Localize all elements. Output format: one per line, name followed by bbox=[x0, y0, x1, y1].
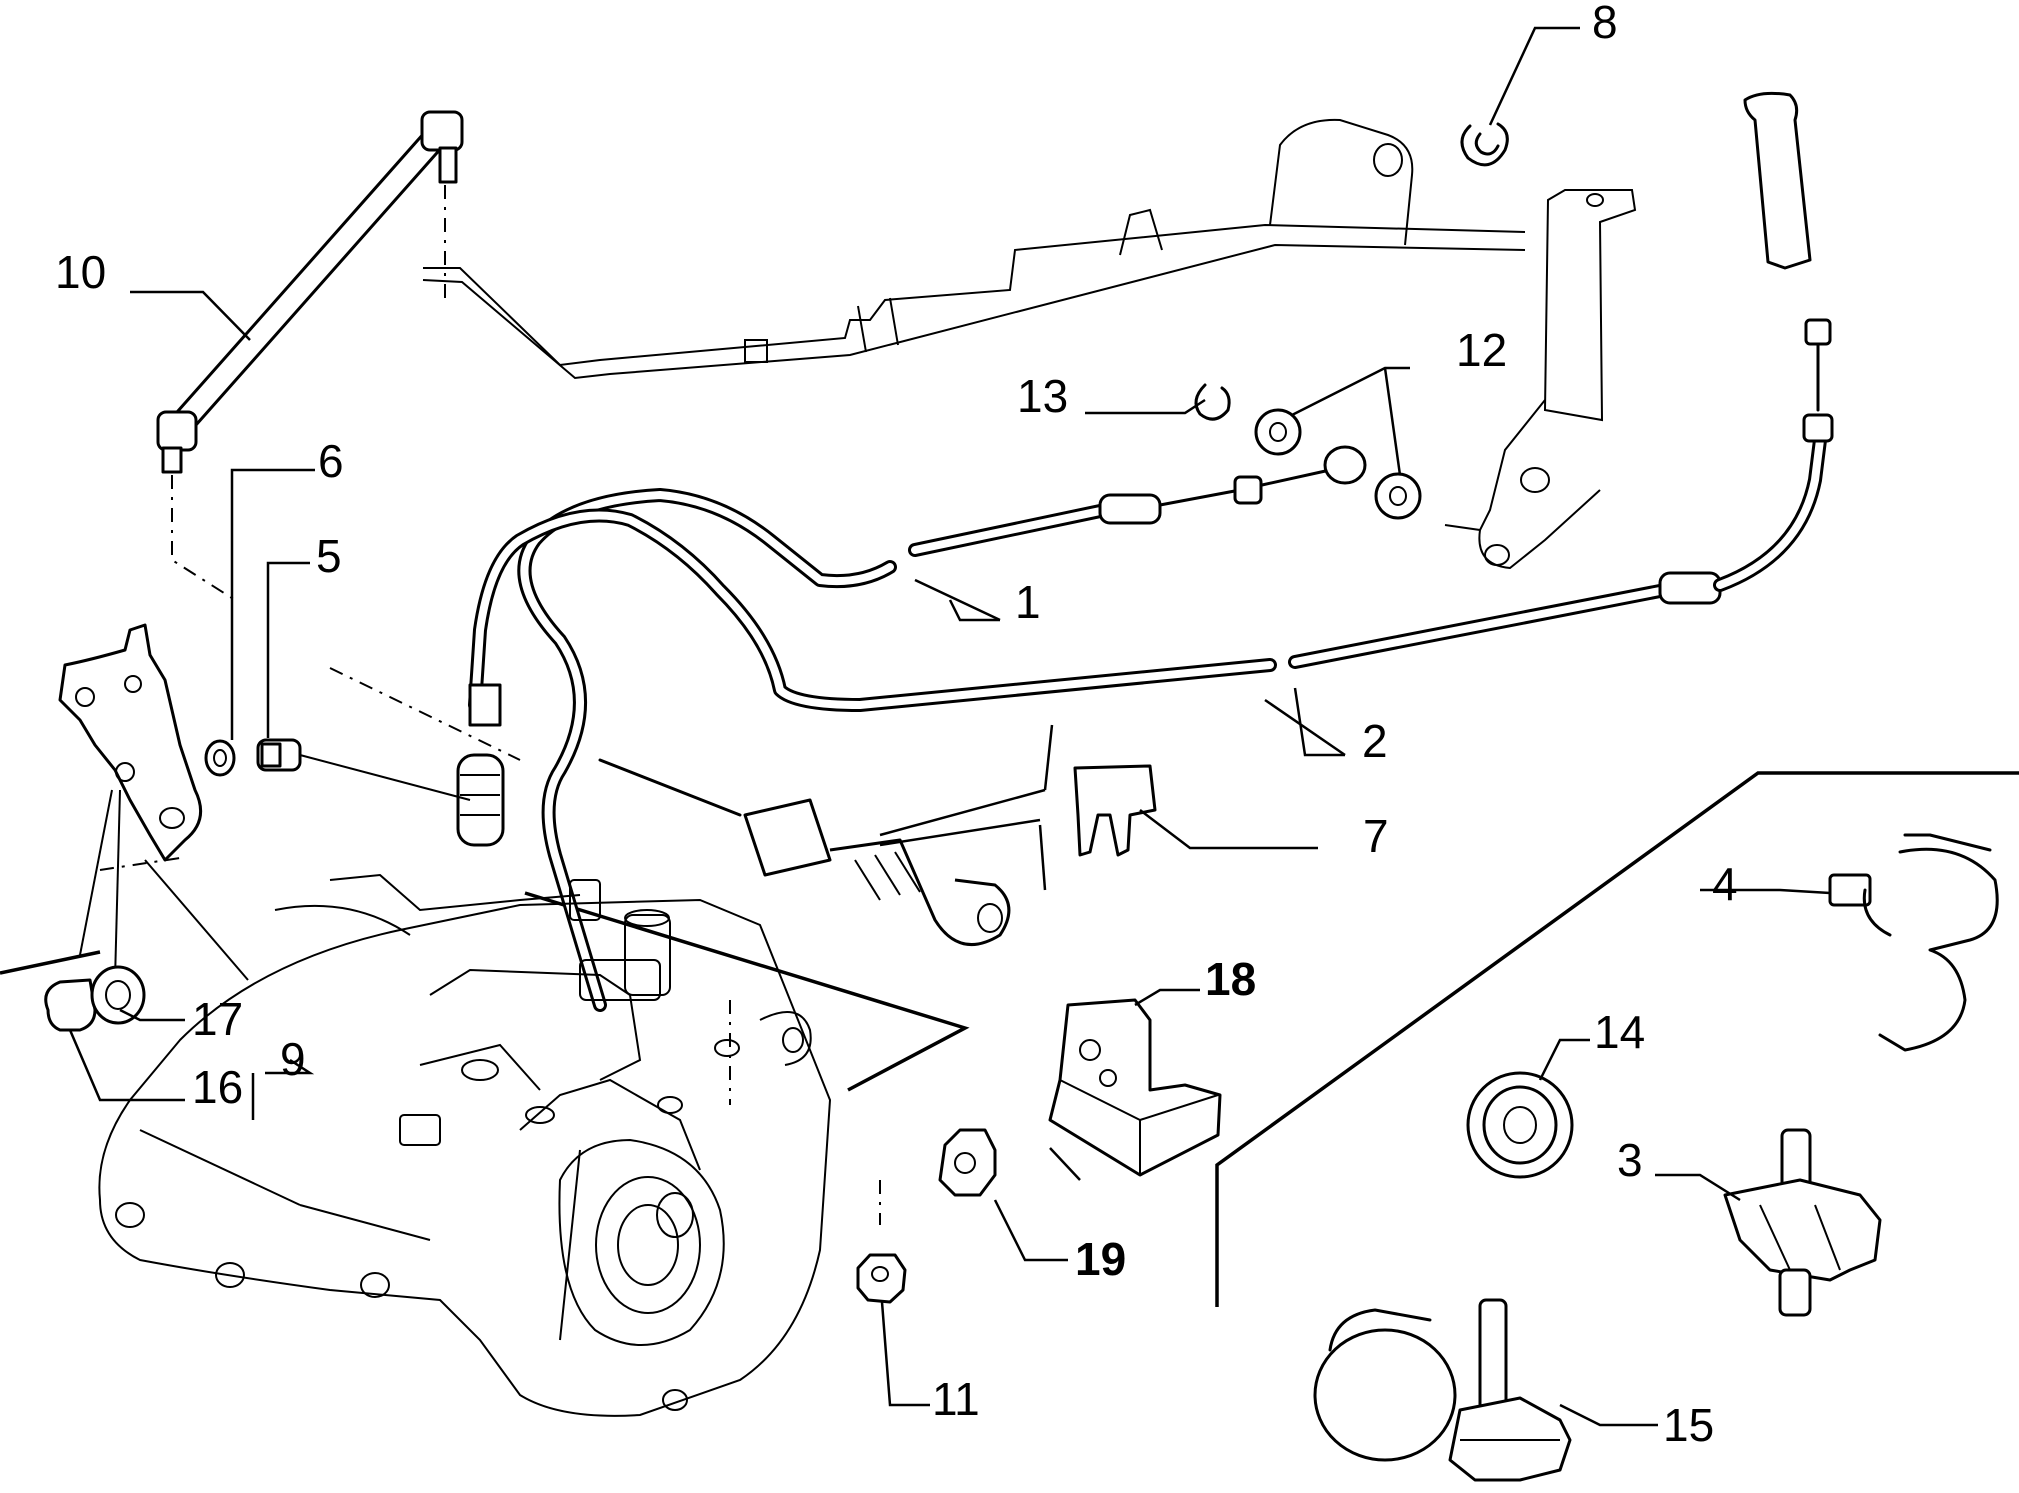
clip-13 bbox=[1194, 383, 1231, 421]
hose-clamp-15 bbox=[1313, 1298, 1572, 1482]
callout-numbers: 1 2 3 4 5 6 7 8 9 10 11 12 13 14 15 16 1… bbox=[55, 0, 1738, 1451]
retaining-clip-7 bbox=[879, 724, 1157, 891]
cable-holder-3 bbox=[1723, 1128, 1882, 1317]
clamp-4 bbox=[1828, 833, 1999, 1052]
callout-2: 2 bbox=[1362, 715, 1388, 767]
callout-9: 9 bbox=[280, 1033, 306, 1085]
nut-19 bbox=[938, 1128, 997, 1197]
grommet-14 bbox=[1466, 1071, 1574, 1179]
callout-3: 3 bbox=[1617, 1134, 1643, 1186]
cable-1 bbox=[517, 445, 1367, 1012]
callout-18: 18 bbox=[1205, 953, 1256, 1005]
support-bracket bbox=[58, 623, 249, 981]
callout-12: 12 bbox=[1456, 324, 1507, 376]
nut-11 bbox=[856, 1253, 907, 1304]
callout-1: 1 bbox=[1015, 576, 1041, 628]
leader-lines bbox=[68, 26, 1831, 1427]
callout-10: 10 bbox=[55, 246, 106, 298]
callout-17: 17 bbox=[192, 993, 243, 1045]
callout-13: 13 bbox=[1017, 370, 1068, 422]
bushing-12-lower bbox=[1374, 472, 1422, 520]
seal-17 bbox=[90, 965, 146, 1025]
callout-8: 8 bbox=[1592, 0, 1618, 48]
plug-16 bbox=[44, 978, 97, 1032]
inset-frame-left bbox=[0, 891, 970, 1092]
callout-15: 15 bbox=[1663, 1399, 1714, 1451]
selector-lever bbox=[1444, 189, 1637, 570]
washer-6 bbox=[204, 739, 236, 777]
callout-4: 4 bbox=[1712, 858, 1738, 910]
gear-lever-top bbox=[1743, 91, 1812, 270]
callout-14: 14 bbox=[1594, 1006, 1645, 1058]
shift-shaft-assembly bbox=[422, 118, 1526, 380]
bolt-5 bbox=[256, 667, 521, 801]
inset-frame-lower-right bbox=[1215, 771, 2019, 1307]
clip-8 bbox=[1460, 122, 1509, 167]
callout-6: 6 bbox=[318, 435, 344, 487]
callout-19: 19 bbox=[1075, 1233, 1126, 1285]
gearbox-housing bbox=[98, 873, 881, 1417]
callout-11: 11 bbox=[932, 1373, 980, 1425]
callout-5: 5 bbox=[316, 530, 342, 582]
cable-end-fittings bbox=[456, 753, 1011, 947]
callout-7: 7 bbox=[1363, 810, 1389, 862]
cable-2 bbox=[468, 318, 1834, 727]
bushing-12-upper bbox=[1254, 408, 1302, 456]
callout-16: 16 bbox=[192, 1061, 243, 1113]
shift-rod bbox=[156, 110, 464, 601]
mount-block-18 bbox=[1048, 998, 1222, 1177]
